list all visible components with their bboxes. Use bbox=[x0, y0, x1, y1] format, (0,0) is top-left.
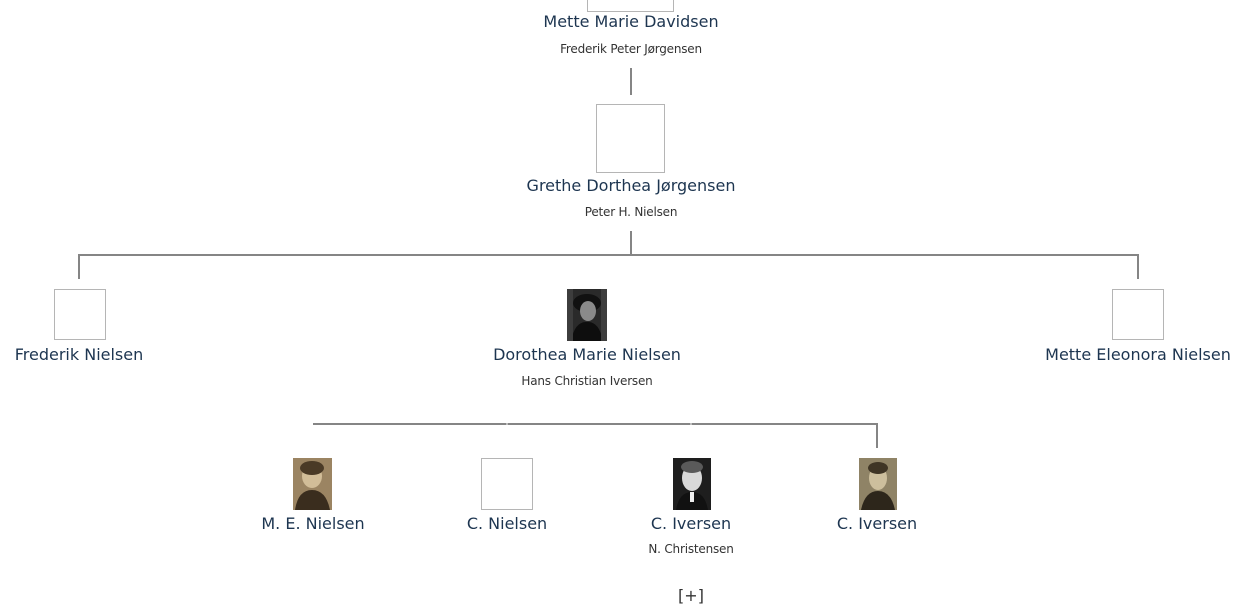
child-spouse[interactable]: Hans Christian Iversen bbox=[521, 374, 653, 388]
connector-line bbox=[1137, 254, 1139, 279]
child-name[interactable]: Frederik Nielsen bbox=[14, 345, 144, 364]
children-connector-line bbox=[78, 254, 1139, 256]
grandchild-photo[interactable] bbox=[859, 458, 897, 510]
grandchildren-connector-line bbox=[313, 423, 878, 425]
child-name[interactable]: Mette Eleonora Nielsen bbox=[1045, 345, 1231, 364]
grandchild-photo[interactable] bbox=[293, 458, 332, 510]
top-person-spouse[interactable]: Frederik Peter Jørgensen bbox=[560, 42, 702, 56]
child-photo-placeholder[interactable] bbox=[54, 289, 106, 340]
grandchild-name[interactable]: C. Iversen bbox=[836, 514, 918, 533]
child-name[interactable]: Dorothea Marie Nielsen bbox=[493, 345, 681, 364]
connector-line bbox=[506, 423, 508, 425]
parent-name[interactable]: Grethe Dorthea Jørgensen bbox=[526, 176, 736, 195]
grandchild-name[interactable]: C. Nielsen bbox=[466, 514, 548, 533]
connector-line bbox=[690, 423, 692, 425]
grandchild-spouse[interactable]: N. Christensen bbox=[648, 542, 734, 556]
grandchild-photo[interactable] bbox=[673, 458, 711, 510]
child-photo-placeholder[interactable] bbox=[1112, 289, 1164, 340]
parent-spouse[interactable]: Peter H. Nielsen bbox=[584, 205, 678, 219]
top-person-name[interactable]: Mette Marie Davidsen bbox=[543, 12, 719, 31]
child-photo[interactable] bbox=[567, 289, 607, 341]
grandchild-name[interactable]: M. E. Nielsen bbox=[261, 514, 365, 533]
grandchild-name[interactable]: C. Iversen bbox=[650, 514, 732, 533]
connector-line bbox=[876, 423, 878, 448]
connector-line bbox=[630, 68, 632, 95]
connector-line bbox=[630, 231, 632, 255]
grandchild-photo-placeholder[interactable] bbox=[481, 458, 533, 510]
parent-photo-placeholder[interactable] bbox=[596, 104, 665, 173]
expand-tree-button[interactable]: [+] bbox=[678, 586, 704, 605]
top-person-photo-placeholder[interactable] bbox=[587, 0, 674, 12]
connector-line bbox=[78, 254, 80, 279]
